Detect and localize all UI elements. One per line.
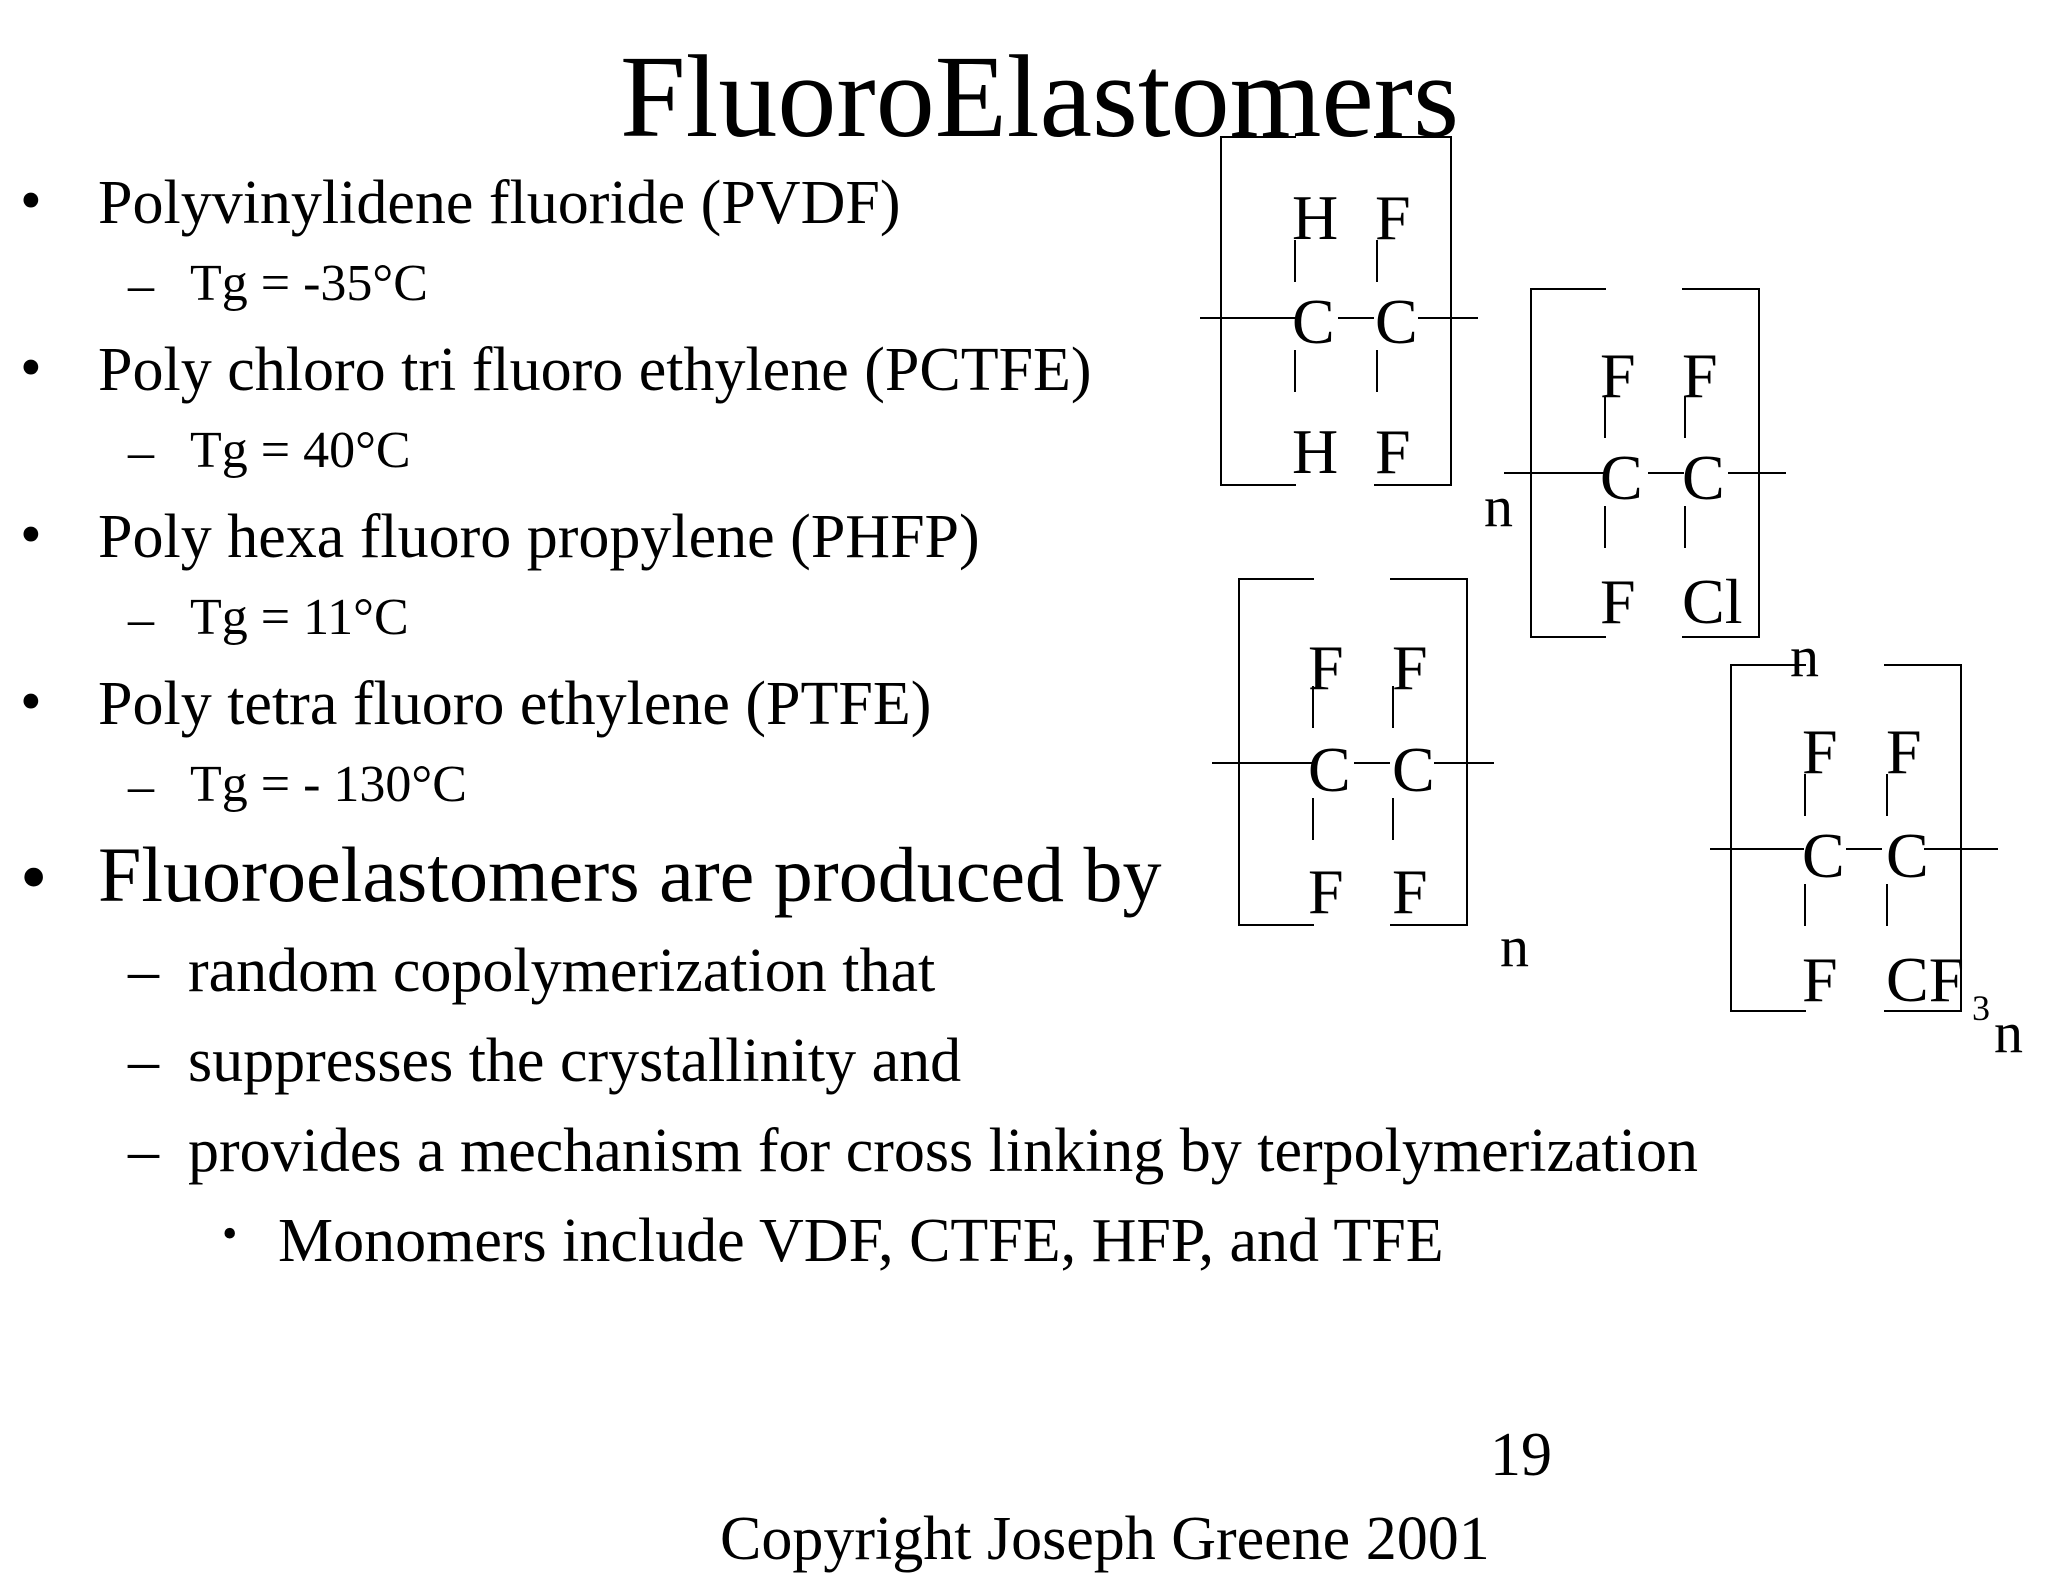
atom-bot-left: F [1802, 944, 1838, 1015]
atom-top-right: F [1682, 340, 1718, 411]
bullet-text: Poly chloro tri fluoro ethylene (PCTFE) [98, 336, 1092, 404]
main-bullet-text: Fluoroelastomers are produced by [98, 831, 1162, 918]
sub-text: suppresses the crystallinity and [188, 1027, 962, 1095]
atom-bot-right: Cl [1682, 566, 1743, 637]
phfp-n-label: n [1994, 1000, 2023, 1065]
sub-dash: – [128, 1117, 159, 1185]
ptfe-structure: F F C C F F [1212, 578, 1502, 934]
bullet-item: • [20, 337, 42, 399]
sub-dash: – [128, 591, 154, 648]
atom-bot-left: F [1308, 856, 1344, 927]
bullet-item: • [20, 671, 42, 733]
sub-dash: – [128, 758, 154, 815]
atom-mid-left: C [1600, 442, 1643, 513]
phfp-structure: F F C C F CF 3 [1710, 664, 2010, 1026]
slide-title: FluoroElastomers [620, 31, 1460, 162]
pvdf-n-label: n [1484, 474, 1513, 539]
atom-mid-right: C [1886, 820, 1929, 891]
bullet-item: • [20, 170, 42, 232]
bullet-item: • [20, 838, 47, 916]
bullet-marker: • [20, 334, 42, 402]
sub-sub-marker: • [222, 1209, 238, 1258]
bullet-text: Polyvinylidene fluoride (PVDF) [98, 169, 901, 237]
bullet-marker: • [20, 668, 42, 736]
sub-sub-text: Monomers include VDF, CTFE, HFP, and TFE [278, 1207, 1444, 1275]
bullet-marker: • [20, 167, 42, 235]
atom-mid-left: C [1308, 734, 1351, 805]
sub-text: Tg = 40°C [190, 422, 411, 479]
bullet-text: Poly tetra fluoro ethylene (PTFE) [98, 670, 932, 738]
atom-bot-left: H [1292, 416, 1339, 487]
atom-top-right: F [1392, 632, 1428, 703]
atom-mid-right: C [1392, 734, 1435, 805]
pctfe-structure: F F C C F Cl [1500, 288, 1800, 644]
bullet-marker: • [20, 833, 48, 920]
subscript-3: 3 [1972, 988, 1990, 1028]
sub-dash: – [128, 257, 154, 314]
atom-mid-left: C [1292, 286, 1335, 357]
atom-top-left: F [1600, 340, 1636, 411]
atom-mid-right: C [1682, 442, 1725, 513]
bullet-item: • [20, 504, 42, 566]
bullet-marker: • [20, 501, 42, 569]
atom-bot-right: CF [1886, 944, 1965, 1015]
atom-bot-right: F [1392, 856, 1428, 927]
atom-top-left: H [1292, 182, 1339, 253]
sub-text: random copolymerization that [188, 937, 936, 1005]
atom-mid-right: C [1375, 286, 1418, 357]
ptfe-n-label: n [1500, 914, 1529, 979]
sub-dash: – [128, 424, 154, 481]
atom-top-right: F [1375, 182, 1411, 253]
sub-dash: – [128, 1027, 159, 1095]
atom-bot-right: F [1375, 416, 1411, 487]
atom-bot-left: F [1600, 566, 1636, 637]
atom-top-right: F [1886, 716, 1922, 787]
pvdf-structure: H F C C H F [1200, 130, 1480, 490]
atom-top-left: F [1308, 632, 1344, 703]
bullet-text: Poly hexa fluoro propylene (PHFP) [98, 503, 980, 571]
sub-text: Tg = 11°C [190, 589, 409, 646]
sub-text: Tg = -35°C [190, 255, 428, 312]
atom-top-left: F [1802, 716, 1838, 787]
atom-mid-left: C [1802, 820, 1845, 891]
copyright-text: Copyright Joseph Greene 2001 [720, 1505, 1490, 1573]
page-number: 19 [1490, 1421, 1552, 1489]
sub-text: provides a mechanism for cross linking b… [188, 1117, 1699, 1185]
sub-dash: – [128, 937, 159, 1005]
pctfe-n-label: n [1790, 624, 1819, 689]
sub-text: Tg = - 130°C [190, 756, 467, 813]
